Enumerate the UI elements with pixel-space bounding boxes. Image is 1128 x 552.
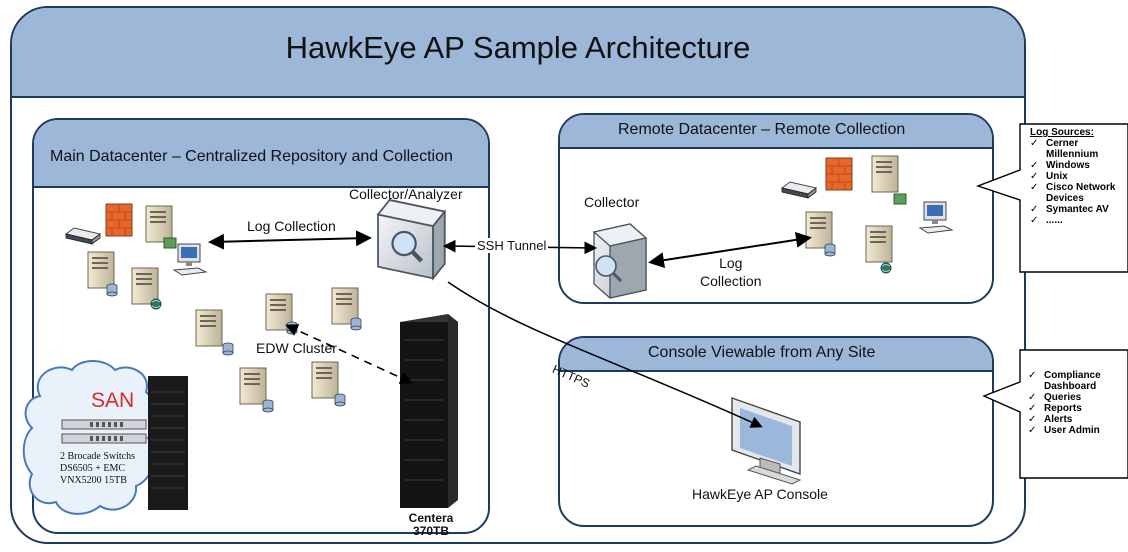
https-arrow <box>447 281 763 428</box>
edw-cluster-label: EDW Cluster <box>256 340 337 356</box>
server-icon <box>871 155 899 193</box>
firewall-icon <box>825 157 853 191</box>
architecture-header <box>12 8 1024 98</box>
log-source-item: Cisco Network Devices <box>1028 182 1128 204</box>
console-feature-item: Compliance Dashboard <box>1026 370 1126 392</box>
database-icon <box>106 283 118 297</box>
centera-label: Centera 370TB <box>408 511 454 538</box>
main-datacenter-header <box>34 120 488 188</box>
network-switch-icon <box>65 227 101 245</box>
remote-collector-icon <box>592 223 648 299</box>
database-icon <box>350 317 362 331</box>
console-features-list: Compliance Dashboard Queries Reports Ale… <box>1026 370 1126 436</box>
remote-datacenter-header <box>560 115 992 149</box>
database-icon <box>262 399 274 413</box>
main-datacenter-title: Main Datacenter – Centralized Repository… <box>50 148 453 165</box>
brocade-switch-icons <box>61 419 147 444</box>
log-collection-label: Log Collection <box>247 218 336 234</box>
edw-server-icon <box>311 361 339 399</box>
globe-icon <box>880 262 892 274</box>
server-icon <box>865 225 893 263</box>
edw-server-icon <box>195 309 223 347</box>
collector-analyzer-label: Collector/Analyzer <box>349 186 463 202</box>
remote-log-collection-arrow <box>648 231 812 269</box>
log-collection-arrow <box>208 230 372 250</box>
server-icon <box>87 251 115 289</box>
card-icon <box>163 237 177 249</box>
ssh-tunnel-label: SSH Tunnel <box>475 238 549 253</box>
console-feature-item: User Admin <box>1026 425 1126 436</box>
console-header <box>560 338 992 372</box>
server-icon <box>145 205 173 243</box>
remote-log-collection-label: Log Collection <box>700 255 762 289</box>
log-source-item: Symantec AV <box>1028 204 1128 215</box>
database-icon <box>222 342 234 356</box>
server-icon <box>805 211 833 249</box>
san-storage-rack-icon <box>148 376 188 510</box>
centera-storage-icon <box>400 314 458 508</box>
workstation-icon <box>173 243 207 276</box>
remote-datacenter-title: Remote Datacenter – Remote Collection <box>618 121 906 138</box>
globe-icon <box>150 298 162 310</box>
firewall-icon <box>105 203 133 237</box>
console-title: Console Viewable from Any Site <box>648 344 876 361</box>
log-sources-heading: Log Sources: <box>1030 127 1094 138</box>
collector-label: Collector <box>584 194 640 210</box>
collector-analyzer-icon <box>378 200 445 278</box>
database-icon <box>334 393 346 407</box>
edw-server-icon <box>239 367 267 405</box>
remote-datacenter-panel: Remote Datacenter – Remote Collection <box>558 113 994 304</box>
console-label: HawkEye AP Console <box>692 486 828 502</box>
console-monitor-icon <box>731 397 802 485</box>
console-feature-item: Alerts <box>1026 414 1126 425</box>
console-feature-item: Queries <box>1026 392 1126 403</box>
database-icon <box>824 243 836 257</box>
server-icon <box>131 267 159 305</box>
log-source-item: Cerner Millennium <box>1028 138 1128 160</box>
network-switch-icon <box>781 181 817 199</box>
log-source-item: Windows <box>1028 160 1128 171</box>
console-feature-item: Reports <box>1026 403 1126 414</box>
workstation-icon <box>919 201 953 234</box>
card-icon <box>893 193 907 205</box>
page-title: HawkEye AP Sample Architecture <box>285 30 751 65</box>
log-sources-list: Log Sources: Cerner Millennium Windows U… <box>1028 127 1128 226</box>
san-description: 2 Brocade Switchs DS6505 + EMC VNX5200 1… <box>60 451 135 486</box>
san-label: SAN <box>91 389 135 412</box>
log-source-item: ...... <box>1028 215 1128 226</box>
log-source-item: Unix <box>1028 171 1128 182</box>
